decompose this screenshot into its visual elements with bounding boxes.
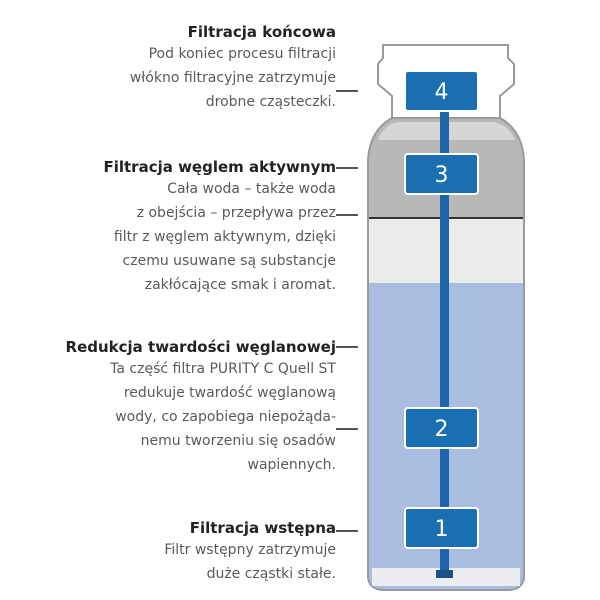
stage-badge-3: 3	[404, 153, 479, 195]
stage-4-connector	[336, 90, 358, 92]
stage-3-title: Filtracja węglem aktywnym	[103, 158, 336, 176]
stage-number-2: 2	[435, 417, 449, 442]
stage-3-connector-lower	[336, 214, 358, 216]
stage-badge-1: 1	[404, 507, 479, 549]
stage-badge-2: 2	[404, 407, 479, 449]
stage-4-description: Filtracja końcowa Pod koniec procesu fil…	[130, 22, 336, 114]
stage-2-line-3: wody, co zapobiega niepożąda-	[115, 409, 336, 425]
stage-3-description: Filtracja węglem aktywnym Cała woda – ta…	[103, 157, 336, 297]
stage-2-line-5: wapiennych.	[247, 457, 336, 473]
stage-1-title: Filtracja wstępna	[189, 519, 336, 537]
stage-2-line-1: Ta część filtra PURITY C Quell ST	[110, 361, 336, 377]
cartridge-body-outline	[367, 160, 525, 591]
stage-number-1: 1	[435, 517, 449, 542]
stage-1-description: Filtracja wstępna Filtr wstępny zatrzymu…	[164, 518, 336, 586]
stage-4-line-1: Pod koniec procesu filtracji	[148, 46, 336, 62]
stage-1-connector	[336, 530, 358, 532]
tube-bottom-cap	[436, 570, 453, 578]
stage-1-line-2: duże cząstki stałe.	[206, 566, 336, 582]
stage-3-line-5: zakłócające smak i aromat.	[144, 277, 336, 293]
stage-1-line-1: Filtr wstępny zatrzymuje	[164, 542, 336, 558]
stage-number-4: 4	[435, 80, 449, 105]
stage-2-line-2: redukuje twardość węglanową	[123, 385, 336, 401]
stage-2-description: Redukcja twardości węglanowej Ta część f…	[66, 337, 336, 477]
stage-badge-4: 4	[404, 70, 479, 112]
stage-4-line-2: włókno filtracyjne zatrzymuje	[129, 70, 336, 86]
stage-number-3: 3	[435, 163, 449, 188]
stage-3-line-1: Cała woda – także woda	[167, 181, 336, 197]
stage-2-connector-lower	[336, 428, 358, 430]
stage-4-title: Filtracja końcowa	[187, 23, 336, 41]
central-tube	[440, 92, 449, 576]
stage-2-connector	[336, 346, 358, 348]
stage-2-line-4: nemu tworzeniu się osadów	[140, 433, 336, 449]
stage-3-line-2: z obejścia – przepływa przez	[136, 205, 336, 221]
stage-4-line-3: drobne cząsteczki.	[205, 94, 336, 110]
stage-2-title: Redukcja twardości węglanowej	[65, 338, 336, 356]
stage-3-line-4: czemu usuwane są substancje	[122, 253, 336, 269]
stage-3-line-3: filtr z węglem aktywnym, dzięki	[113, 229, 336, 245]
stage-3-connector	[336, 167, 358, 169]
